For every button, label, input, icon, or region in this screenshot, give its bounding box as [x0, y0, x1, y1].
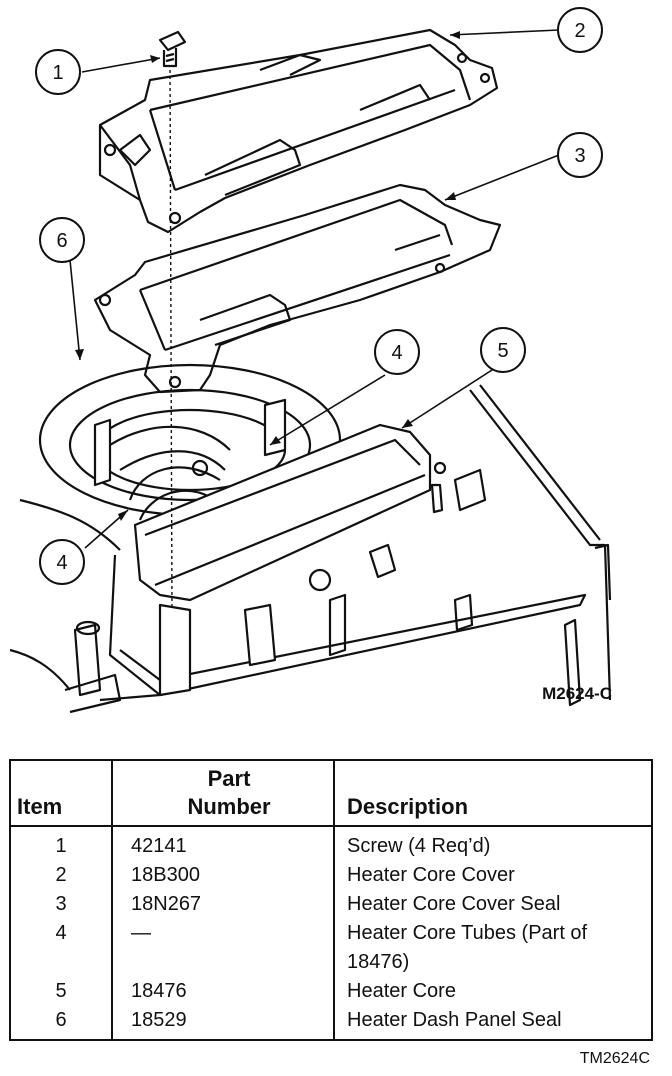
- table-row: 1 42141 Screw (4 Req’d): [9, 826, 653, 861]
- cell-part-number: —: [111, 919, 335, 977]
- cell-description: Heater Core Cover Seal: [333, 890, 653, 919]
- callout-number: 2: [574, 20, 585, 42]
- cell-item: 5: [9, 977, 113, 1006]
- cover-seal-illustration: [93, 183, 502, 394]
- callout-circle-4-top: [374, 329, 420, 375]
- cell-description: Heater Dash Panel Seal: [333, 1006, 653, 1041]
- cell-part-number: 18N267: [111, 890, 335, 919]
- callout-circle-3: [557, 132, 603, 178]
- table-row: 6 18529 Heater Dash Panel Seal: [9, 1006, 653, 1041]
- figure-id: M2624-C: [542, 684, 612, 703]
- header-description: Description: [333, 759, 653, 827]
- callout-number: 5: [497, 340, 508, 362]
- cell-item: 4: [9, 919, 113, 977]
- parts-table: Item Part Number Description 1 42141 Scr…: [9, 759, 653, 1041]
- table-row: 3 18N267 Heater Core Cover Seal: [9, 890, 653, 919]
- heater-core-cover-illustration: [98, 28, 499, 234]
- callout-number: 4: [56, 552, 67, 574]
- header-part-number-line1: Part: [207, 766, 251, 791]
- table-row: 4 — Heater Core Tubes (Part of 18476): [9, 919, 653, 977]
- callout-circle-1: [35, 49, 81, 95]
- callout-number: 6: [56, 230, 67, 252]
- leader-arrowheads: [75, 31, 460, 521]
- cell-item: 6: [9, 1006, 113, 1041]
- callout-number: 1: [52, 62, 63, 84]
- header-part-number-line2: Number: [187, 794, 271, 819]
- callout-number: 4: [391, 342, 402, 364]
- footer-code: TM2624C: [579, 1050, 650, 1067]
- exploded-diagram: 1 2 3 6 4 5 4 M2624-C: [9, 7, 612, 714]
- cell-description: Heater Core Tubes (Part of 18476): [333, 919, 653, 977]
- callout-circle-6: [39, 217, 85, 263]
- cell-description: Heater Core: [333, 977, 653, 1006]
- table-header-row: Item Part Number Description: [9, 759, 653, 827]
- heater-core-tubes-illustration: [93, 398, 287, 521]
- cell-description: Screw (4 Req’d): [333, 826, 653, 861]
- callout-circle-5: [480, 327, 526, 373]
- header-part-number: Part Number: [111, 759, 335, 827]
- cell-part-number: 18476: [111, 977, 335, 1006]
- callout-circle-4-bottom: [39, 539, 85, 585]
- cell-part-number: 18B300: [111, 861, 335, 890]
- header-item: Item: [9, 759, 113, 827]
- cell-item: 3: [9, 890, 113, 919]
- cell-description: Heater Core Cover: [333, 861, 653, 890]
- screw-illustration: [158, 30, 187, 68]
- screw-alignment-line: [169, 69, 173, 611]
- callout-circle-2: [557, 7, 603, 53]
- heater-core-illustration: [133, 423, 447, 602]
- table-row: 2 18B300 Heater Core Cover: [9, 861, 653, 890]
- table-row: 5 18476 Heater Core: [9, 977, 653, 1006]
- cell-item: 1: [9, 826, 113, 861]
- callout-number: 3: [574, 145, 585, 167]
- cell-part-number: 18529: [111, 1006, 335, 1041]
- housing-illustration: [9, 384, 612, 714]
- cell-item: 2: [9, 861, 113, 890]
- cell-part-number: 42141: [111, 826, 335, 861]
